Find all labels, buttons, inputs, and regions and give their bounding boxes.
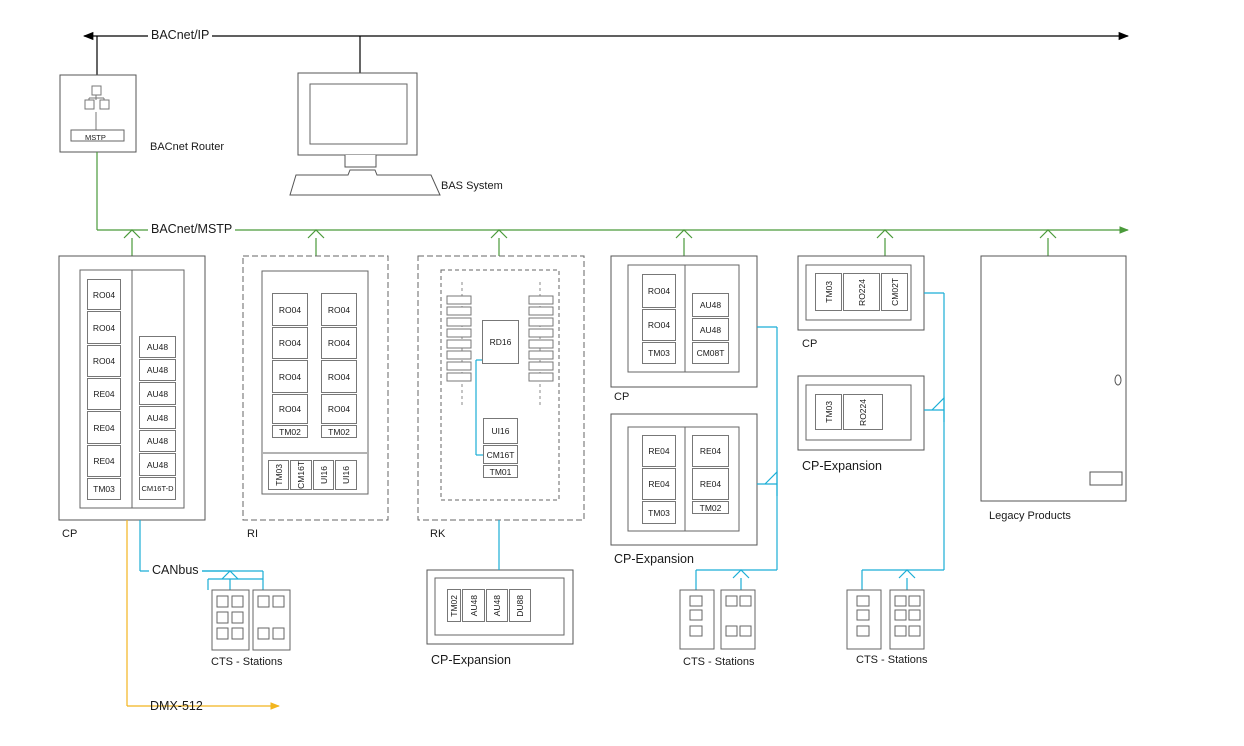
cp-main-label: CP bbox=[62, 528, 78, 540]
module: RO04 bbox=[272, 394, 308, 424]
module: UI16 bbox=[335, 460, 357, 490]
bacnet-mstp-label: BACnet/MSTP bbox=[148, 223, 236, 236]
bacnet-mstp-bus bbox=[96, 152, 1129, 256]
module: RO04 bbox=[642, 274, 676, 308]
module: DU88 bbox=[509, 589, 531, 622]
module: AU48 bbox=[692, 293, 729, 317]
cp2-expansion-enclosure bbox=[610, 413, 758, 546]
cp3-label: CP bbox=[802, 338, 818, 350]
module: RO04 bbox=[87, 279, 121, 310]
module: RO04 bbox=[321, 327, 357, 359]
module: AU48 bbox=[692, 318, 729, 341]
module: TM03 bbox=[815, 394, 842, 430]
module: RE04 bbox=[692, 468, 729, 500]
module: AU48 bbox=[139, 359, 176, 381]
module: CM16T bbox=[483, 445, 518, 464]
cts-stations-label: CTS - Stations bbox=[683, 656, 755, 668]
cts-stations-label: CTS - Stations bbox=[211, 656, 283, 668]
cp2-label: CP bbox=[614, 391, 630, 403]
module: AU48 bbox=[139, 382, 176, 405]
module: RE04 bbox=[642, 468, 676, 500]
module: AU48 bbox=[139, 453, 176, 476]
rk-expansion-label: CP-Expansion bbox=[431, 653, 511, 667]
module: RO04 bbox=[272, 360, 308, 393]
bas-computer bbox=[289, 72, 441, 196]
cts-stations-label: CTS - Stations bbox=[856, 654, 928, 666]
legacy-cabinet bbox=[980, 255, 1127, 502]
module: RD16 bbox=[482, 320, 519, 364]
module: CM16T-D bbox=[139, 477, 176, 500]
module: RO224 bbox=[843, 394, 883, 430]
module: CM16T bbox=[290, 460, 312, 490]
module: TM02 bbox=[692, 501, 729, 514]
rk-enclosure bbox=[417, 255, 585, 521]
module: RE04 bbox=[87, 378, 121, 410]
module: TM03 bbox=[642, 342, 676, 364]
cp2-expansion-label: CP-Expansion bbox=[614, 552, 694, 566]
module: TM03 bbox=[87, 478, 121, 500]
cp2-enclosure bbox=[610, 255, 758, 388]
module: RO224 bbox=[843, 273, 880, 311]
module: UI16 bbox=[483, 418, 518, 444]
module: TM03 bbox=[815, 273, 842, 311]
module: RE04 bbox=[87, 411, 121, 444]
bacnet-ip-label: BACnet/IP bbox=[148, 29, 213, 42]
rk-label: RK bbox=[430, 528, 446, 540]
dmx-label: DMX-512 bbox=[150, 699, 203, 713]
module: UI16 bbox=[313, 460, 334, 490]
bacnet-router bbox=[59, 74, 137, 153]
module: TM03 bbox=[642, 501, 676, 524]
module: RE04 bbox=[642, 435, 676, 467]
module: RO04 bbox=[321, 394, 357, 424]
module: TM02 bbox=[321, 425, 357, 438]
cts-station-panels bbox=[211, 589, 925, 651]
module: TM01 bbox=[483, 465, 518, 478]
module: AU48 bbox=[139, 336, 176, 358]
cp-main-enclosure bbox=[58, 255, 206, 521]
cp3-expansion-label: CP-Expansion bbox=[802, 459, 882, 473]
module: AU48 bbox=[139, 430, 176, 452]
module: RO04 bbox=[87, 345, 121, 377]
module: AU48 bbox=[486, 589, 508, 622]
bacnet-ip-bus bbox=[82, 31, 1130, 75]
module: CM02T bbox=[881, 273, 908, 311]
router-label: BACnet Router bbox=[150, 141, 224, 153]
legacy-label: Legacy Products bbox=[989, 510, 1071, 522]
dmx-wiring bbox=[126, 520, 280, 710]
module: TM02 bbox=[447, 589, 461, 622]
module: TM03 bbox=[268, 460, 289, 490]
module: RO04 bbox=[272, 293, 308, 326]
bas-label: BAS System bbox=[441, 180, 503, 192]
module: CM08T bbox=[692, 342, 729, 364]
module: TM02 bbox=[272, 425, 308, 438]
module: RO04 bbox=[321, 360, 357, 393]
ri-label: RI bbox=[247, 528, 258, 540]
module: RO04 bbox=[642, 309, 676, 341]
router-port-label: MSTP bbox=[85, 133, 106, 142]
module: RO04 bbox=[272, 327, 308, 359]
module: RE04 bbox=[87, 445, 121, 477]
module: AU48 bbox=[139, 406, 176, 429]
module: RO04 bbox=[87, 311, 121, 344]
module: RO04 bbox=[321, 293, 357, 326]
rk-terminals bbox=[446, 295, 554, 382]
module: RE04 bbox=[692, 435, 729, 467]
module: AU48 bbox=[462, 589, 485, 622]
canbus-label: CANbus bbox=[149, 564, 202, 577]
